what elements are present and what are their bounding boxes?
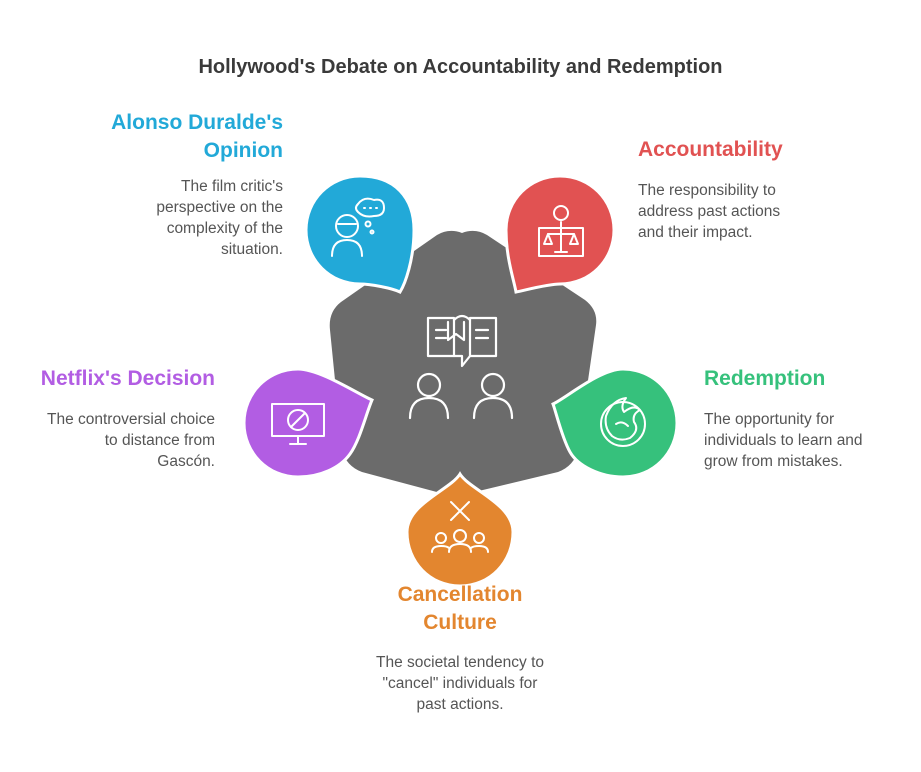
desc-redemption: The opportunity for individuals to learn…: [704, 409, 863, 472]
desc-line: The opportunity for: [704, 411, 835, 428]
heading-line: Opinion: [203, 139, 283, 162]
desc-line: "cancel" individuals for: [382, 675, 538, 692]
desc-line: The controversial choice: [47, 411, 215, 428]
petal-alonso-opinion: [304, 174, 416, 294]
cancel-crowd-icon: [431, 501, 489, 553]
heading-redemption: Redemption: [704, 365, 825, 393]
desc-line: The societal tendency to: [375, 654, 545, 671]
debate-people-icon: [408, 314, 514, 420]
desc-accountability: The responsibility to address past actio…: [638, 180, 780, 243]
desc-line: grow from mistakes.: [704, 453, 843, 470]
desc-line: Gascón.: [157, 453, 215, 470]
heading-line: Culture: [423, 611, 497, 634]
heading-cancellation-culture: Cancellation Culture: [330, 581, 590, 637]
critic-thinking-icon: [331, 197, 385, 257]
heading-line: Netflix's Decision: [40, 367, 215, 390]
heading-alonso-opinion: Alonso Duralde's Opinion: [111, 109, 283, 165]
judge-scales-icon: [538, 205, 584, 257]
petal-redemption: [551, 367, 679, 479]
heading-line: Accountability: [638, 138, 783, 161]
desc-line: individuals to learn and: [704, 432, 863, 449]
desc-line: address past actions: [638, 203, 781, 220]
desc-alonso-opinion: The film critic's perspective on the com…: [156, 176, 283, 260]
desc-line: perspective on the: [156, 199, 283, 216]
desc-netflix-decision: The controversial choice to distance fro…: [47, 409, 215, 472]
desc-line: to distance from: [104, 432, 215, 449]
desc-line: past actions.: [416, 696, 504, 713]
blocked-screen-icon: [271, 403, 325, 445]
heading-accountability: Accountability: [638, 136, 783, 164]
phoenix-icon: [600, 397, 646, 447]
desc-cancellation-culture: The societal tendency to "cancel" indivi…: [310, 652, 610, 715]
desc-line: and their impact.: [638, 224, 753, 241]
desc-line: complexity of the: [166, 220, 283, 237]
page-title: Hollywood's Debate on Accountability and…: [198, 56, 723, 78]
desc-line: The responsibility to: [638, 182, 776, 199]
desc-line: situation.: [220, 241, 283, 258]
desc-line: The film critic's: [181, 178, 283, 195]
heading-netflix-decision: Netflix's Decision: [41, 365, 215, 393]
heading-line: Alonso Duralde's: [111, 111, 283, 134]
heading-line: Redemption: [704, 367, 826, 390]
heading-line: Cancellation: [397, 583, 523, 606]
